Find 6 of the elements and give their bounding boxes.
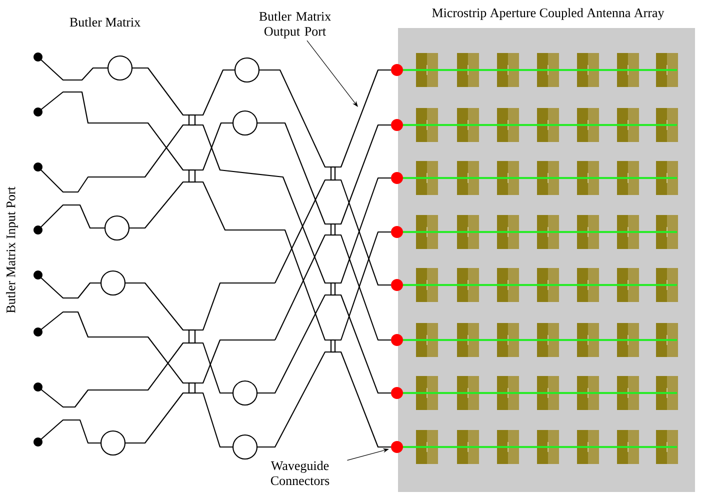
- panel-heading: Microstrip Aperture Coupled Antenna Array: [432, 8, 664, 20]
- side-label: Butler Matrix Input Port: [6, 186, 18, 313]
- leader-arrow: [306, 40, 358, 107]
- section-label: Butler Matrix: [70, 17, 140, 27]
- callout-text: Waveguide Connectors: [270, 460, 330, 486]
- callout-text: Butler Matrix Output Port: [259, 12, 331, 38]
